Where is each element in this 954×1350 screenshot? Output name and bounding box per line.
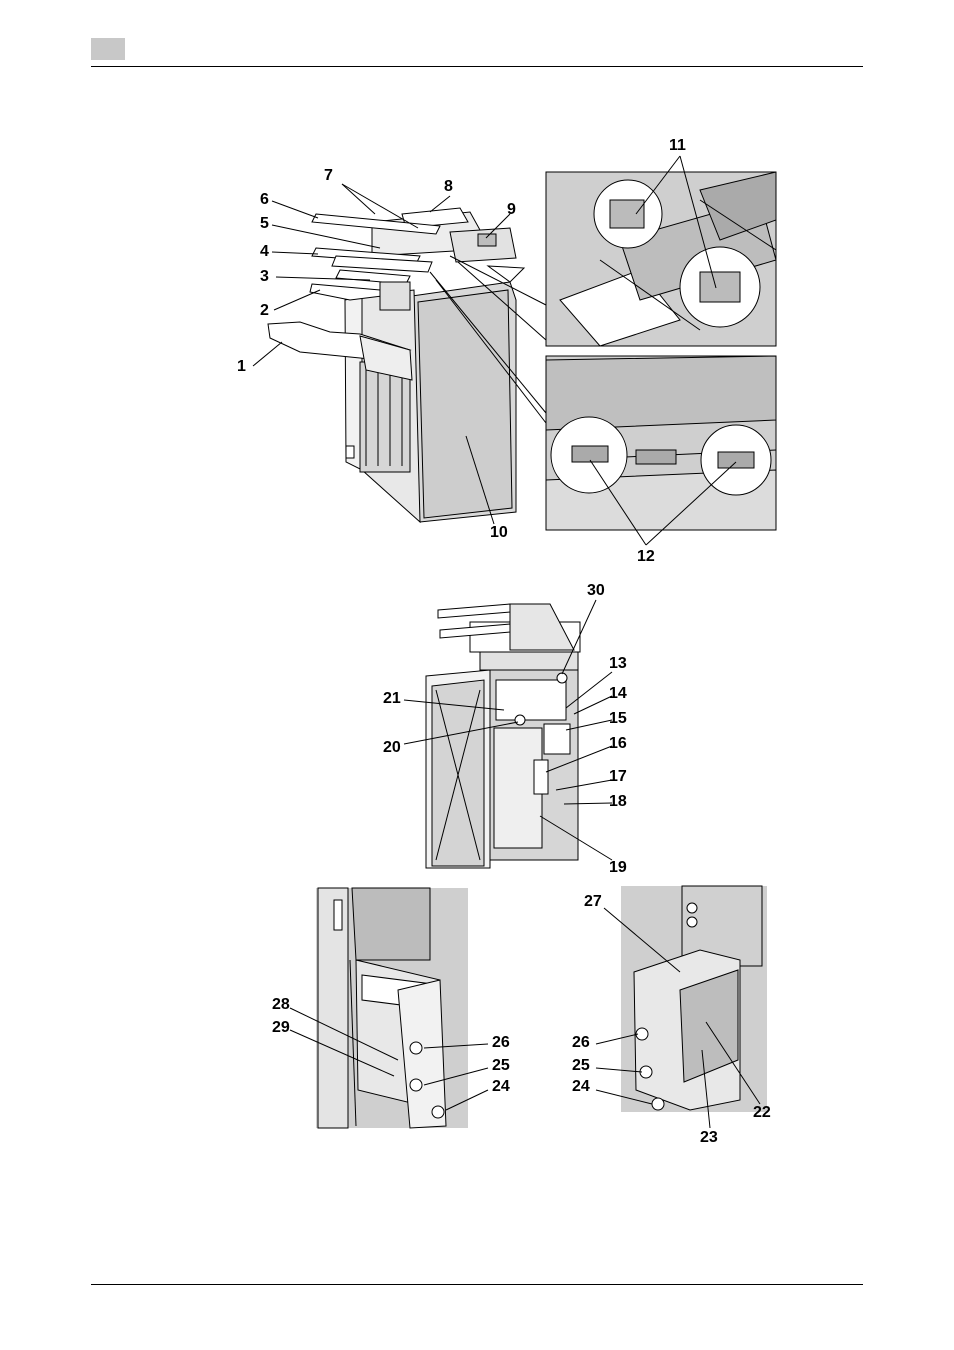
callout-2: 2 xyxy=(260,303,269,319)
callout-8: 8 xyxy=(444,179,453,195)
callout-19: 19 xyxy=(609,860,627,876)
callout-28: 28 xyxy=(272,997,290,1013)
callout-25b: 25 xyxy=(572,1058,590,1074)
callout-29: 29 xyxy=(272,1020,290,1036)
callout-24b: 24 xyxy=(572,1079,590,1095)
callout-24a: 24 xyxy=(492,1079,510,1095)
callout-23: 23 xyxy=(700,1130,718,1146)
callout-9: 9 xyxy=(507,202,516,218)
callout-26b: 26 xyxy=(572,1035,590,1051)
callout-5: 5 xyxy=(260,216,269,232)
transport-unit-left-figure xyxy=(316,888,468,1128)
callout-21: 21 xyxy=(383,691,401,707)
callout-25a: 25 xyxy=(492,1058,510,1074)
callout-4: 4 xyxy=(260,244,269,260)
inset-staple-panel xyxy=(546,172,776,346)
callout-12: 12 xyxy=(637,549,655,565)
callout-16: 16 xyxy=(609,736,627,752)
callout-7: 7 xyxy=(324,168,333,184)
callout-13: 13 xyxy=(609,656,627,672)
callout-14: 14 xyxy=(609,686,627,702)
main-unit-figure xyxy=(268,208,524,522)
callout-27: 27 xyxy=(584,894,602,910)
callout-11: 11 xyxy=(669,138,686,154)
callout-30: 30 xyxy=(587,583,605,599)
callout-3: 3 xyxy=(260,269,269,285)
callout-10: 10 xyxy=(490,525,508,541)
callout-20: 20 xyxy=(383,740,401,756)
callout-17: 17 xyxy=(609,769,627,785)
open-front-figure xyxy=(426,604,580,868)
callout-6: 6 xyxy=(260,192,269,208)
callout-18: 18 xyxy=(609,794,627,810)
callout-15: 15 xyxy=(609,711,627,727)
callout-1: 1 xyxy=(237,359,246,375)
callout-26a: 26 xyxy=(492,1035,510,1051)
callout-22: 22 xyxy=(753,1105,771,1121)
inset-roller-panel xyxy=(546,356,776,530)
transport-unit-right-figure xyxy=(621,886,767,1112)
